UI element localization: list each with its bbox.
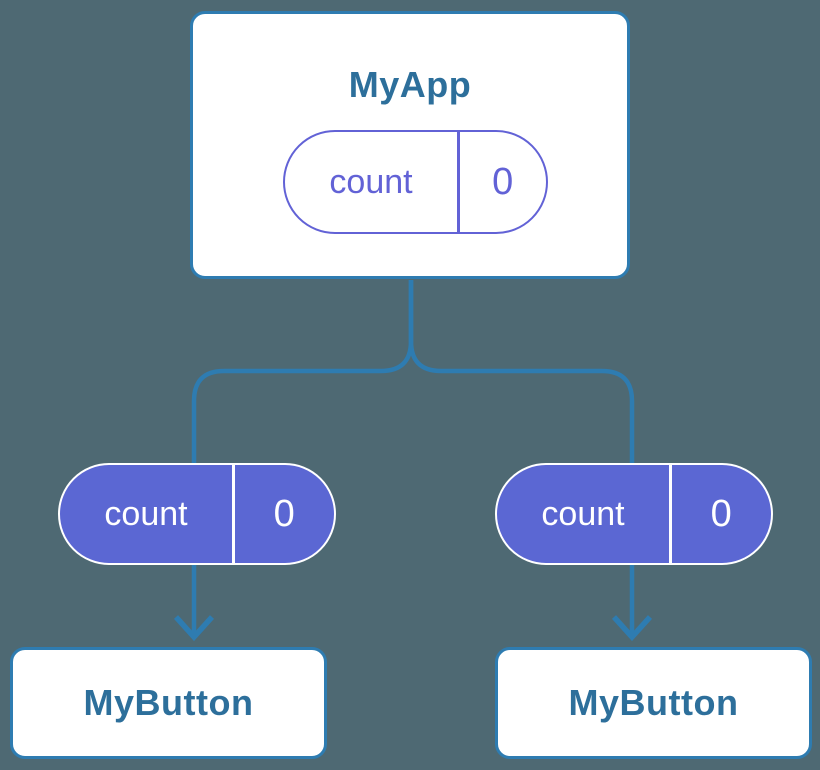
state-name-label: count — [329, 162, 413, 201]
node-myapp: MyApp count 0 — [190, 11, 630, 279]
state-value: 0 — [710, 492, 732, 535]
connector-right-branch — [408, 280, 635, 635]
state-value: 0 — [273, 492, 295, 535]
state-pill-myapp: count 0 — [283, 130, 548, 234]
node-mybutton-right: MyButton — [495, 647, 812, 759]
arrow-down-icon-left — [173, 615, 215, 642]
pill-divider — [457, 132, 460, 232]
state-name-label: count — [104, 494, 188, 533]
node-mybutton-left: MyButton — [10, 647, 327, 759]
state-value: 0 — [492, 160, 514, 203]
node-myapp-title: MyApp — [348, 64, 472, 105]
connector-left-branch — [191, 280, 414, 635]
node-mybutton-title: MyButton — [83, 682, 254, 723]
node-mybutton-title: MyButton — [568, 682, 739, 723]
state-name-label: count — [541, 494, 625, 533]
arrow-down-icon-right — [611, 615, 653, 642]
state-pill-mybutton-right: count 0 — [495, 463, 773, 565]
pill-divider — [669, 465, 672, 563]
pill-divider — [232, 465, 235, 563]
state-pill-mybutton-left: count 0 — [58, 463, 336, 565]
